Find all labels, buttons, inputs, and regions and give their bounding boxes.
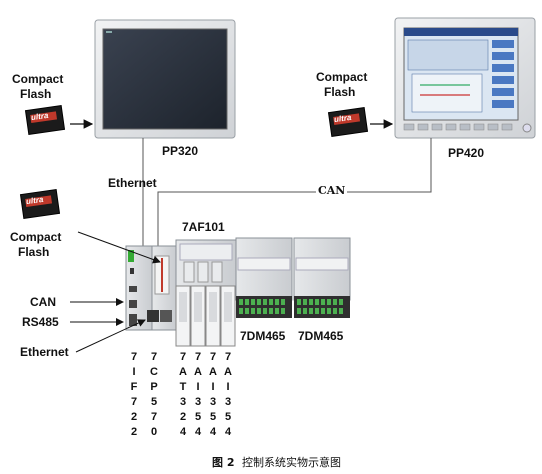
arrow-cf-slot [77, 231, 161, 264]
cf-label-bottom: Compact Flash [10, 230, 61, 260]
arrow-ethernet-port [75, 319, 146, 353]
can-port-label: CAN [30, 295, 56, 309]
pp420-label: PP420 [448, 146, 485, 160]
figure-title: 控制系统实物示意图 [241, 456, 341, 469]
cf-card-left [24, 105, 66, 135]
rs485-port-label: RS485 [22, 315, 59, 329]
ethernet-port-label: Ethernet [20, 345, 69, 359]
can-bus-label: CAN [316, 184, 348, 197]
cf-label-left-line2: Flash [20, 87, 52, 101]
cf-card-right [327, 107, 369, 137]
cf-label-left-line1: Compact [12, 72, 64, 86]
cf-label-right: Compact Flash [316, 70, 367, 100]
cf-card-bottom [19, 189, 61, 219]
figure-caption: 图 2 控制系统实物示意图 [212, 454, 341, 470]
af101-label: 7AF101 [182, 220, 225, 234]
cf-label-bottom-line1: Compact [10, 230, 62, 244]
cf-label-left: Compact Flash [12, 72, 63, 102]
dm465-module-1 [235, 237, 293, 318]
dm465-label-2: 7DM465 [298, 329, 344, 343]
can-bus-line [157, 138, 432, 246]
analog-io-stack [175, 239, 237, 347]
ethernet-top-label: Ethernet [108, 176, 157, 190]
dm465-module-2 [293, 237, 351, 318]
cf-label-right-line1: Compact [316, 70, 368, 84]
cpu-module [125, 245, 177, 331]
pp320-panel [94, 19, 236, 139]
cf-label-right-line2: Flash [324, 85, 356, 99]
pp320-label: PP320 [162, 144, 199, 158]
cf-label-bottom-line2: Flash [18, 245, 50, 259]
pp420-panel [394, 17, 536, 139]
figure-number: 图 2 [212, 456, 235, 469]
dm465-label-1: 7DM465 [240, 329, 286, 343]
